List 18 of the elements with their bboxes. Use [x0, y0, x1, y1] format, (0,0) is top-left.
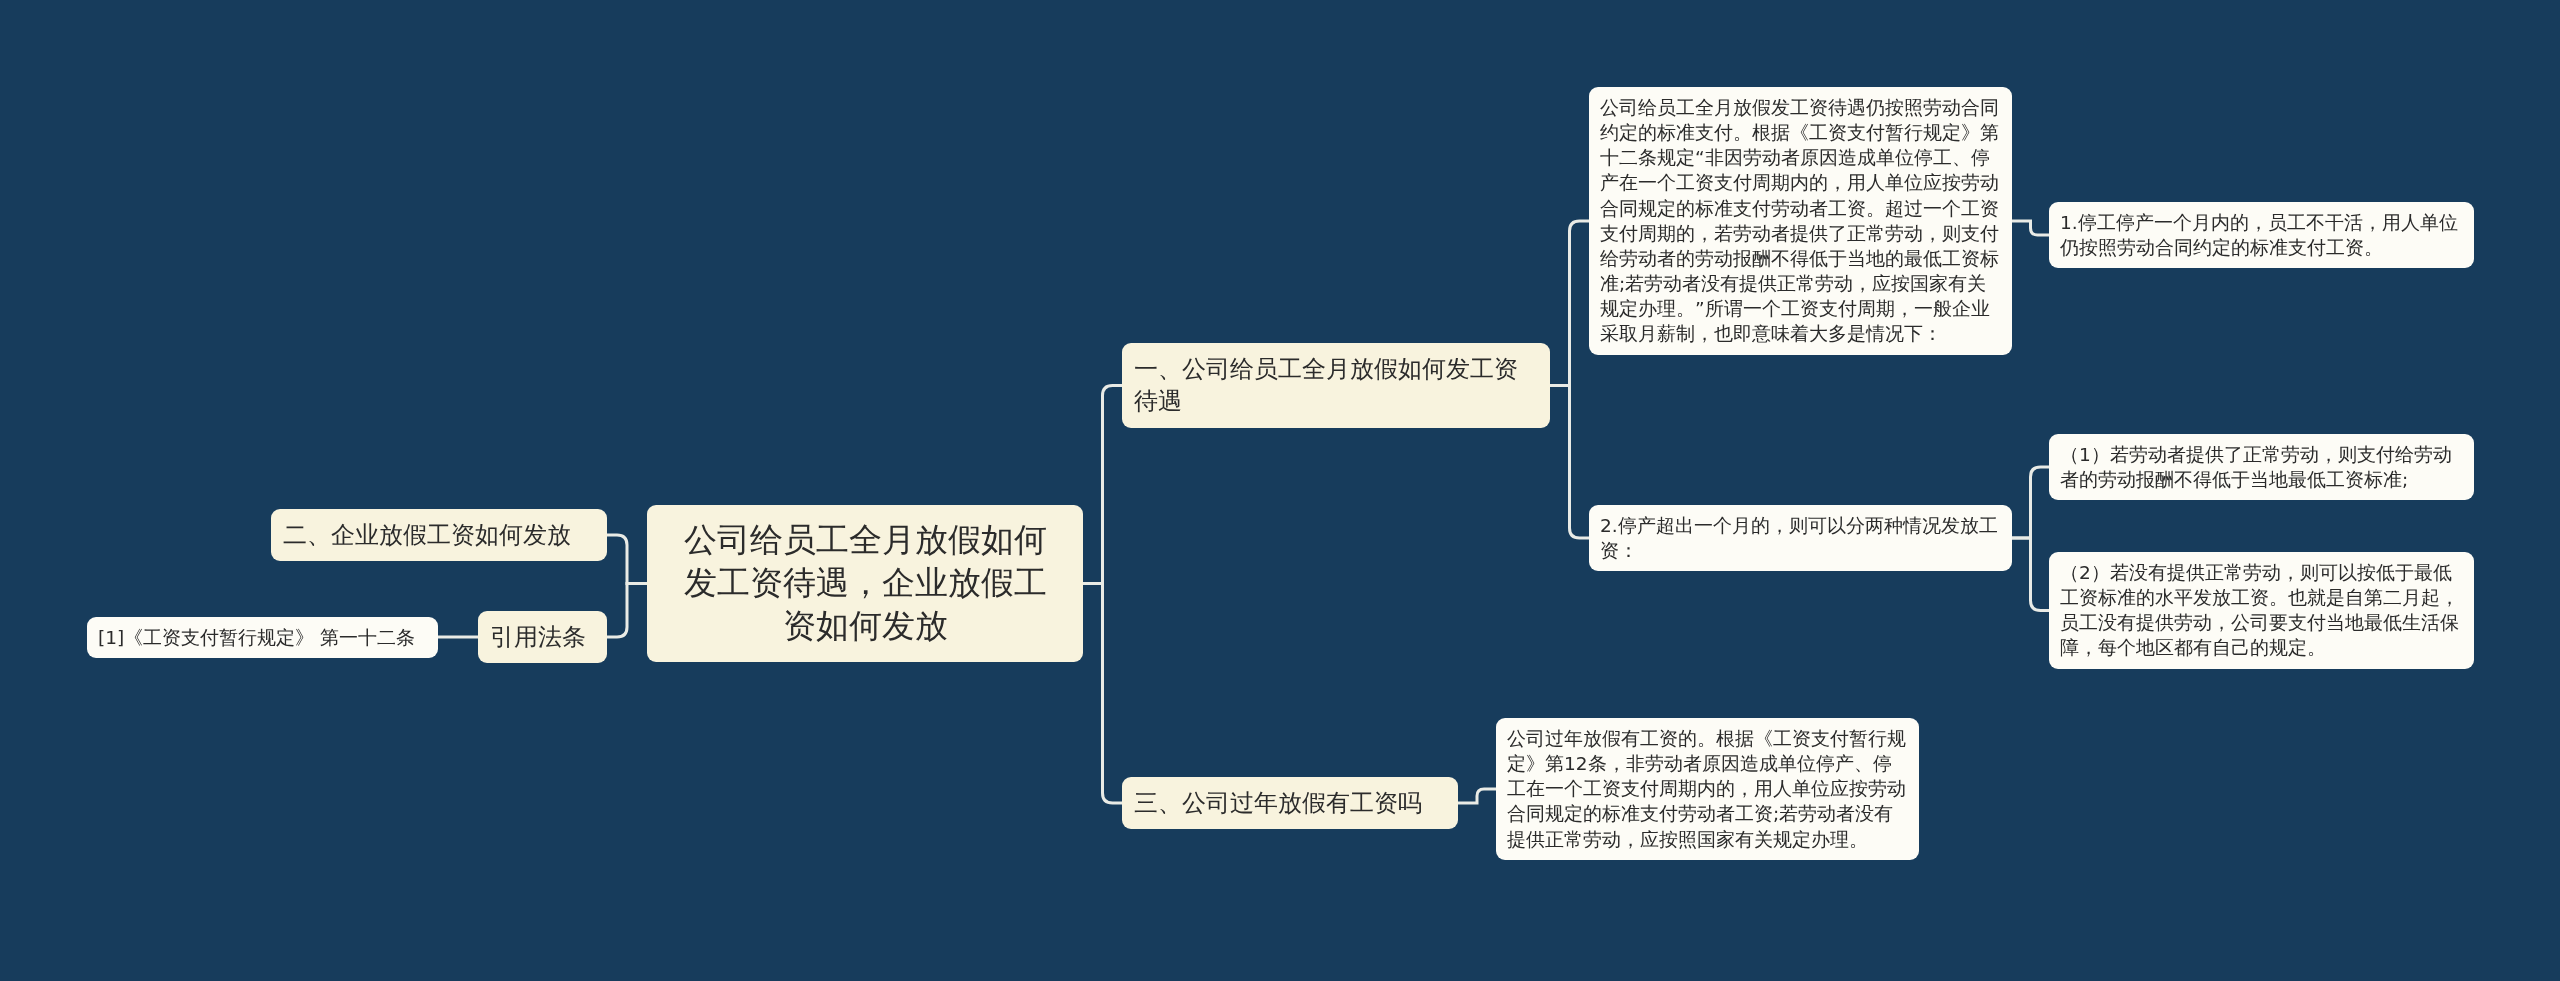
- note-box: 公司过年放假有工资的。根据《工资支付暂行规定》第12条，非劳动者原因造成单位停产、停工在一个工资支付周期内的，用人单位应按劳动合同规定的标准支付劳动者工资;若劳动者没有提供正常劳动，应按照国家有关规定办理。: [1496, 718, 1919, 860]
- note-box: 公司给员工全月放假发工资待遇仍按照劳动合同约定的标准支付。根据《工资支付暂行规定》第十二条规定“非因劳动者原因造成单位停工、停产在一个工资支付周期内的，用人单位应按劳动合同规定的标准支付劳动者工资。超过一个工资支付周期的，若劳动者提供了正常劳动，则支付给劳动者的劳动报酬不得低于当地的最低工资标准;若劳动者没有提供正常劳动，应按国家有关规定办理。”所谓一个工资支付周期，一般企业采取月薪制，也即意味着大多是情况下：: [1589, 87, 2012, 355]
- topic-box: 引用法条: [478, 611, 607, 664]
- topic-box: 一、公司给员工全月放假如何发工资待遇: [1122, 343, 1550, 428]
- connector-line: [1083, 582, 1122, 805]
- note-box: （2）若没有提供正常劳动，则可以按低于最低工资标准的水平发放工资。也就是自第二月起，员工没有提供劳动，公司要支付当地最低生活保障，每个地区都有自己的规定。: [2049, 552, 2474, 669]
- note-box: 2.停产超出一个月的，则可以分两种情况发放工资：: [1589, 505, 2012, 572]
- note-box: 1.停工停产一个月内的，员工不干活，用人单位仍按照劳动合同约定的标准支付工资。: [2049, 202, 2474, 269]
- topic-box: 二、企业放假工资如何发放: [271, 509, 607, 562]
- connector-line: [438, 635, 478, 639]
- connector-line: [1550, 384, 1589, 540]
- central-topic-box: 公司给员工全月放假如何发工资待遇，企业放假工资如何发放: [647, 505, 1083, 662]
- topic-box: 三、公司过年放假有工资吗: [1122, 777, 1458, 830]
- note-box: （1）若劳动者提供了正常劳动，则支付给劳动者的劳动报酬不得低于当地最低工资标准;: [2049, 434, 2474, 501]
- connector-line: [2012, 219, 2049, 237]
- note-box: [1]《工资支付暂行规定》 第一十二条: [87, 617, 438, 659]
- connector-line: [1458, 787, 1496, 805]
- connector-line: [2012, 536, 2049, 612]
